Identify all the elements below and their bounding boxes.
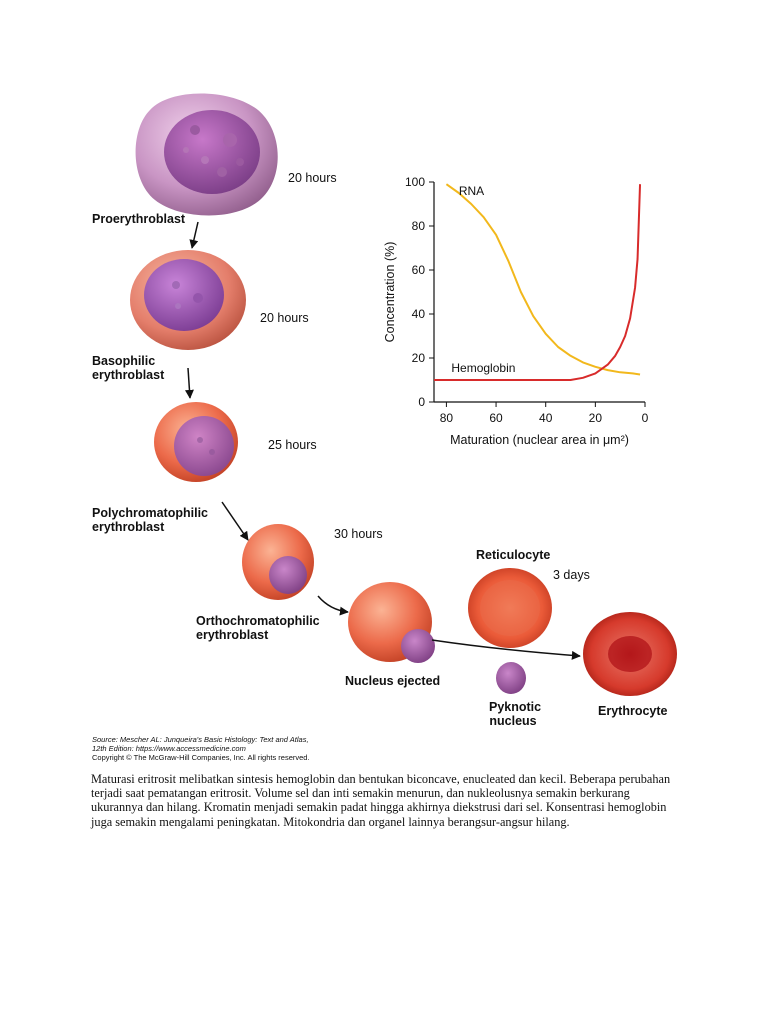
x-tick-label: 20	[589, 411, 603, 425]
time-orthochromatophilic-erythroblast: 30 hours	[334, 527, 383, 541]
x-tick-label: 60	[489, 411, 503, 425]
y-axis-label: Concentration (%)	[383, 242, 397, 343]
x-tick-label: 0	[642, 411, 649, 425]
erythrocyte-cell	[583, 612, 677, 696]
source-line-1: Source: Mescher AL: Junqueira's Basic Hi…	[92, 735, 309, 744]
y-tick-label: 80	[412, 219, 426, 233]
y-tick-label: 60	[412, 263, 426, 277]
legend-hemoglobin: Hemoglobin	[451, 361, 515, 375]
time-basophilic-erythroblast: 20 hours	[260, 311, 309, 325]
x-tick-label: 40	[539, 411, 553, 425]
source-line-2: 12th Edition: https://www.accessmedicine…	[92, 744, 246, 753]
polychromatophilic-erythroblast-cell	[154, 402, 238, 482]
arrow-2	[184, 367, 194, 399]
arrow-1	[189, 221, 199, 249]
y-tick-label: 0	[418, 395, 425, 409]
y-tick-label: 40	[412, 307, 426, 321]
reticulocyte-cell	[468, 568, 552, 648]
basophilic-erythroblast-cell	[130, 250, 246, 350]
label-nucleus-ejected: Nucleus ejected	[345, 674, 441, 688]
x-axis-label: Maturation (nuclear area in μm²)	[450, 433, 629, 447]
series-line-hemoglobin	[434, 184, 642, 381]
label-reticulocyte: Reticulocyte	[476, 548, 551, 562]
pyknotic-nucleus	[496, 662, 526, 694]
legend-rna: RNA	[459, 184, 484, 198]
label-erythrocyte: Erythrocyte	[598, 704, 668, 718]
chart-svg: 0 20 40 60 80 100 80 60 40 20 0 RNA Hemoglobin Concen…	[383, 175, 649, 447]
label-proerythroblast: Proerythroblast	[92, 212, 186, 226]
label-polychromatophilic-erythroblast: Polychromatophilic erythroblast	[92, 506, 208, 534]
proerythroblast-cell	[135, 93, 278, 216]
arrow-3	[221, 501, 249, 541]
source-credit: Source: Mescher AL: Junqueira's Basic Hi…	[92, 735, 392, 762]
time-reticulocyte: 3 days	[553, 568, 590, 582]
y-tick-label: 20	[412, 351, 426, 365]
label-orthochromatophilic-erythroblast: Orthochromatophilic erythroblast	[196, 614, 320, 642]
time-proerythroblast: 20 hours	[288, 171, 337, 185]
nucleus-ejected-cell	[348, 582, 435, 663]
x-tick-label: 80	[440, 411, 454, 425]
y-tick-label: 100	[405, 175, 425, 189]
label-pyknotic-nucleus: Pyknotic nucleus	[489, 700, 542, 728]
caption-paragraph: Maturasi eritrosit melibatkan sintesis h…	[91, 772, 671, 829]
time-polychromatophilic-erythroblast: 25 hours	[268, 438, 317, 452]
arrow-4	[317, 595, 349, 616]
label-basophilic-erythroblast: Basophilic erythroblast	[92, 354, 165, 382]
erythropoiesis-diagram	[130, 93, 677, 696]
arrow-5	[431, 639, 581, 660]
source-line-3: Copyright © The McGraw-Hill Companies, I…	[92, 753, 310, 762]
series-line-rna	[445, 183, 641, 376]
orthochromatophilic-erythroblast-cell	[242, 524, 314, 600]
concentration-chart: 0 20 40 60 80 100 80 60 40 20 0 RNA Hemoglobin Concen…	[380, 170, 650, 460]
